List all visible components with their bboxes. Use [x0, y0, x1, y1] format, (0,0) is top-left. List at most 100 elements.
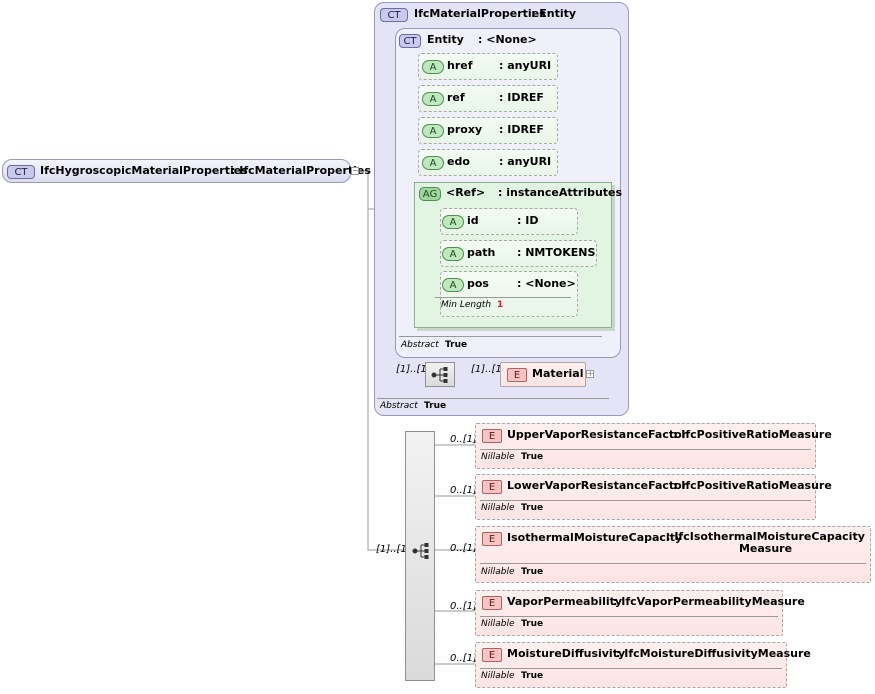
attribute-icon: A	[442, 278, 464, 292]
element-lower-vapor-resistance-factor[interactable]: E LowerVaporResistanceFactor : IfcPositi…	[475, 474, 832, 520]
complex-type-icon: CT	[380, 8, 408, 22]
attribute-name: proxy	[447, 123, 483, 136]
element-type: : IfcMoistureDiffusivityMeasure	[616, 647, 811, 660]
attribute-type: : IDREF	[499, 91, 544, 104]
attribute-edo[interactable]: A edo : anyURI	[418, 149, 558, 176]
element-name: UpperVaporResistanceFactor	[507, 428, 688, 441]
element-material[interactable]: E Material	[500, 362, 586, 387]
element-name: IsothermalMoistureCapacity	[507, 531, 683, 544]
root-type: : IfcMaterialProperties	[231, 164, 371, 177]
attribute-group-type: : instanceAttributes	[498, 186, 623, 199]
divider	[480, 500, 811, 501]
base-type-name: IfcMaterialProperties	[414, 7, 546, 20]
element-name: MoistureDiffusivity	[507, 647, 626, 660]
attribute-path[interactable]: A path : NMTOKENS	[440, 240, 597, 267]
element-multiplicity: 0..[1]	[450, 434, 477, 445]
attribute-name: edo	[447, 155, 470, 168]
attribute-proxy[interactable]: A proxy : IDREF	[418, 117, 558, 144]
base-type-type: : Entity	[531, 7, 577, 20]
divider	[480, 668, 782, 669]
entity-type: : <None>	[478, 33, 537, 46]
element-name: LowerVaporResistanceFactor	[507, 479, 688, 492]
attribute-pos[interactable]: A pos : <None> Min Length 1	[435, 271, 578, 317]
material-multiplicity: [1]..[1]	[471, 364, 506, 375]
attribute-id[interactable]: A id : ID	[440, 208, 578, 235]
divider	[435, 297, 571, 298]
element-multiplicity: 0..[1]	[450, 653, 477, 664]
abstract-label: Abstract	[380, 401, 418, 411]
nillable-value: True	[521, 452, 544, 462]
sequence-icon	[431, 367, 448, 383]
attribute-icon: A	[422, 60, 444, 74]
root-name: IfcHygroscopicMaterialProperties	[40, 164, 248, 177]
element-icon: E	[482, 648, 502, 662]
attribute-name: href	[447, 59, 473, 72]
facet-value: 1	[497, 300, 504, 310]
abstract-value: True	[424, 401, 447, 411]
divider	[377, 398, 609, 399]
nillable-label: Nillable	[481, 452, 515, 462]
element-type: : IfcPositiveRatioMeasure	[673, 428, 832, 441]
element-icon: E	[482, 596, 502, 610]
attribute-type: : anyURI	[499, 155, 552, 168]
element-type: : IfcVaporPermeabilityMeasure	[613, 595, 805, 608]
attribute-group-name: <Ref>	[446, 186, 486, 199]
complex-type-icon: CT	[7, 165, 35, 179]
attribute-type: : anyURI	[499, 59, 552, 72]
attribute-ref[interactable]: A ref : IDREF	[418, 85, 558, 112]
sequence-multiplicity: [1]..[1]	[396, 364, 431, 375]
attribute-href[interactable]: A href : anyURI	[418, 53, 558, 80]
nillable-label: Nillable	[481, 671, 515, 681]
facet-label: Min Length	[441, 300, 492, 310]
nillable-value: True	[521, 671, 544, 681]
attribute-type: : IDREF	[499, 123, 544, 136]
attribute-group-icon: AG	[419, 187, 441, 201]
element-icon: E	[482, 480, 502, 494]
element-icon: E	[482, 429, 502, 443]
sequence-compositor[interactable]	[425, 362, 455, 387]
attribute-icon: A	[422, 92, 444, 106]
nillable-value: True	[521, 503, 544, 513]
abstract-value: True	[445, 340, 468, 350]
collapse-toggle-icon[interactable]: −	[351, 166, 359, 175]
element-name: Material	[532, 367, 584, 380]
element-multiplicity: 0..[1]	[450, 485, 477, 496]
attribute-type: : ID	[517, 214, 539, 227]
divider	[480, 616, 778, 617]
attribute-name: id	[467, 214, 479, 227]
attribute-icon: A	[442, 247, 464, 261]
attribute-type: : <None>	[517, 277, 576, 290]
expand-toggle-icon[interactable]: +	[586, 369, 594, 378]
element-multiplicity: 0..[1]	[450, 601, 477, 612]
element-type: : IfcPositiveRatioMeasure	[673, 479, 832, 492]
entity-name: Entity	[427, 33, 464, 46]
element-name: VaporPermeability	[507, 595, 623, 608]
abstract-label: Abstract	[401, 340, 439, 350]
attribute-name: ref	[447, 91, 465, 104]
element-vapor-permeability[interactable]: E VaporPermeability : IfcVaporPermeabili…	[475, 590, 805, 636]
element-multiplicity: 0..[1]	[450, 543, 477, 554]
element-icon: E	[507, 368, 527, 382]
element-moisture-diffusivity[interactable]: E MoistureDiffusivity : IfcMoistureDiffu…	[475, 642, 811, 688]
attribute-name: pos	[467, 277, 489, 290]
divider	[399, 336, 602, 337]
element-isothermal-moisture-capacity[interactable]: E IsothermalMoistureCapacity : IfcIsothe…	[475, 526, 871, 583]
element-icon: E	[482, 532, 502, 546]
element-upper-vapor-resistance-factor[interactable]: E UpperVaporResistanceFactor : IfcPositi…	[475, 423, 832, 469]
nillable-label: Nillable	[481, 503, 515, 513]
attribute-type: : NMTOKENS	[517, 246, 596, 259]
complex-type-icon: CT	[399, 34, 421, 48]
attribute-icon: A	[422, 156, 444, 170]
nillable-value: True	[521, 567, 544, 577]
divider	[480, 563, 866, 564]
attribute-icon: A	[422, 124, 444, 138]
attribute-name: path	[467, 246, 496, 259]
attribute-icon: A	[442, 215, 464, 229]
sequence-multiplicity: [1]..[1]	[376, 544, 411, 555]
sequence-icon	[412, 543, 429, 559]
sequence-compositor[interactable]	[405, 431, 435, 681]
root-complex-type[interactable]: CT IfcHygroscopicMaterialProperties : If…	[2, 159, 371, 183]
nillable-value: True	[521, 619, 544, 629]
nillable-label: Nillable	[481, 619, 515, 629]
element-type: : IfcIsothermalMoistureCapacityMeasure	[666, 530, 865, 555]
